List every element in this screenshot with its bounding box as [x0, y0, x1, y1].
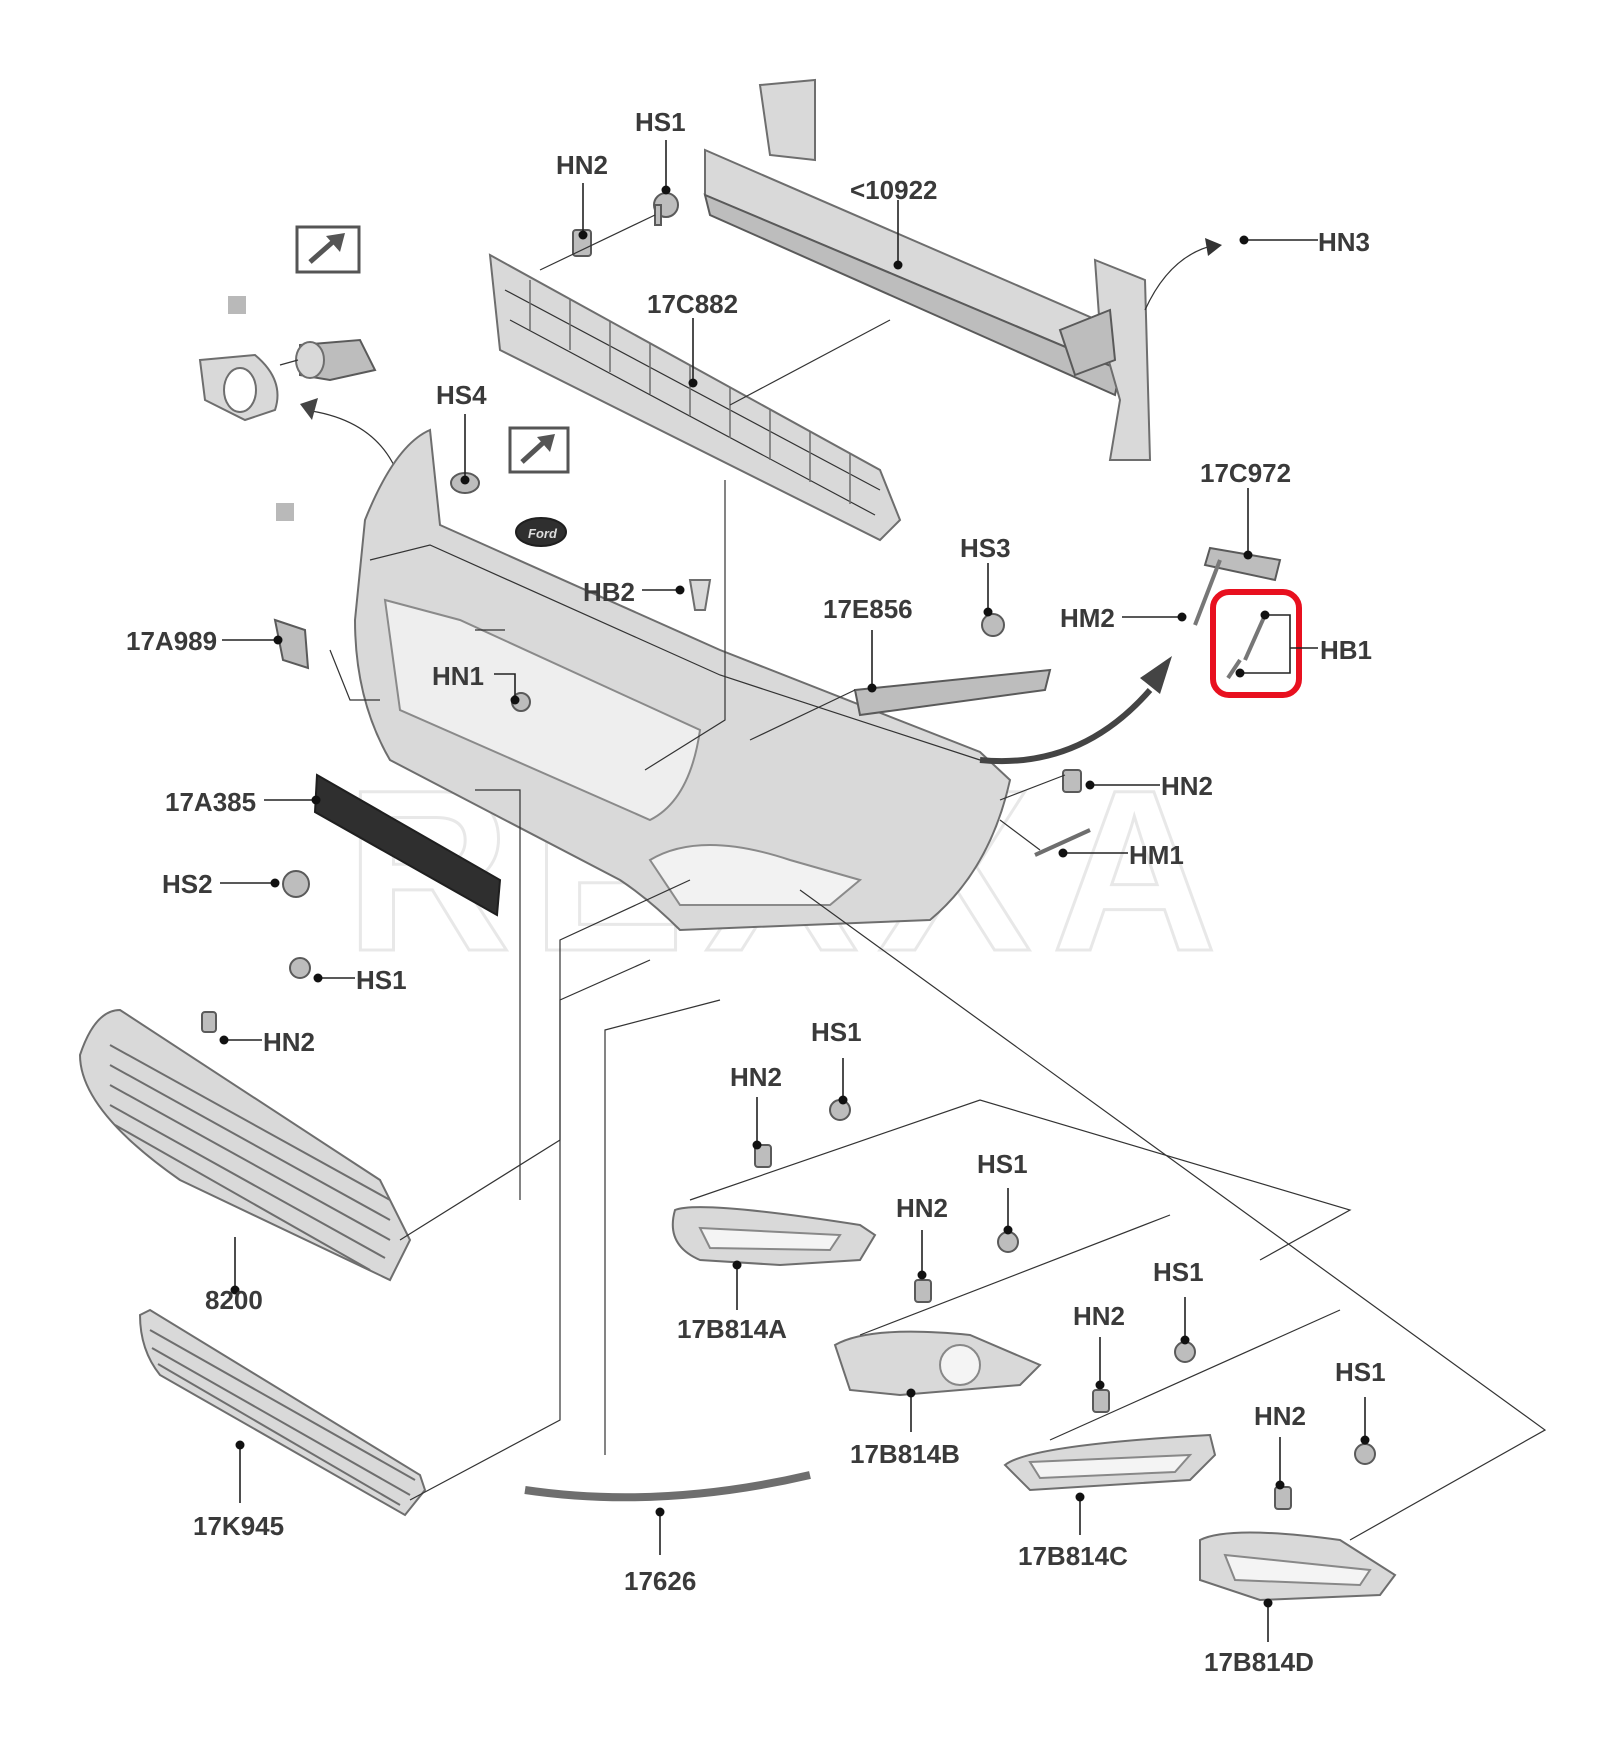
fog-bezel-a — [671, 1206, 877, 1267]
color-swatch-icon — [228, 296, 246, 314]
label-hs1-b: HS1 — [977, 1149, 1028, 1179]
label-hs1-top: HS1 — [635, 107, 686, 137]
parking-sensor-bracket — [198, 353, 279, 422]
chrome-trim-strip — [524, 1471, 811, 1502]
color-swatch-icon-bumper — [276, 503, 294, 521]
fog-bezel-b — [833, 1330, 1042, 1397]
label-hn1: HN1 — [432, 661, 484, 691]
fog-bezel-d — [1199, 1531, 1397, 1602]
side-bracket-17c972 — [1193, 546, 1282, 626]
label-hn2-top: HN2 — [556, 150, 608, 180]
screw-hs2 — [282, 870, 310, 898]
highlight-box-hb1 — [1210, 589, 1302, 698]
bolt-hb1 — [1226, 614, 1267, 680]
bumper-cover — [353, 428, 1012, 932]
parking-sensor — [295, 338, 377, 382]
label-17b814c: 17B814C — [1018, 1541, 1128, 1571]
lower-grille — [138, 1308, 427, 1517]
bumper-reinforcement-beam — [703, 78, 1152, 461]
fog-bezel-c — [1003, 1433, 1217, 1492]
label-hn2-right: HN2 — [1161, 771, 1213, 801]
label-17e856: 17E856 — [823, 594, 913, 624]
rivet-hm1 — [1034, 828, 1091, 857]
beam-to-hn3-arrow — [1144, 244, 1216, 311]
label-17c972: 17C972 — [1200, 458, 1291, 488]
tow-eye-cover — [273, 618, 310, 670]
label-hs2: HS2 — [162, 869, 213, 899]
label-17b814b: 17B814B — [850, 1439, 960, 1469]
label-hn2-b: HN2 — [896, 1193, 948, 1223]
label-hn3: HN3 — [1318, 227, 1370, 257]
label-hs1-grille: HS1 — [356, 965, 407, 995]
label-hm2: HM2 — [1060, 603, 1115, 633]
svg-text:Ford: Ford — [528, 526, 558, 541]
grille-fasteners — [201, 957, 311, 1033]
label-17b814a: 17B814A — [677, 1314, 787, 1344]
screw-hs3 — [981, 613, 1005, 637]
label-hs3: HS3 — [960, 533, 1011, 563]
label-hn2-c: HN2 — [1073, 1301, 1125, 1331]
label-17b814d: 17B814D — [1204, 1647, 1314, 1677]
label-hs4: HS4 — [436, 380, 487, 410]
label-17k945: 17K945 — [193, 1511, 284, 1541]
screw-hs1-top — [653, 192, 679, 226]
ford-emblem: Ford — [515, 517, 567, 547]
upper-grille — [78, 1008, 412, 1282]
label-10922: <10922 — [850, 175, 937, 205]
label-hs1-c: HS1 — [1153, 1257, 1204, 1287]
bumper-bracket-strip — [853, 668, 1052, 717]
callout-labels: HS1 HN2 <10922 HN3 17C882 HS4 17C972 HS3… — [126, 107, 1386, 1677]
label-hs1-a: HS1 — [811, 1017, 862, 1047]
label-17626: 17626 — [624, 1566, 696, 1596]
label-hs1-d: HS1 — [1335, 1357, 1386, 1387]
label-hn2-a: HN2 — [730, 1062, 782, 1092]
external-reference-icon — [295, 225, 361, 274]
energy-absorber — [488, 253, 902, 542]
nut-hn2-right — [1062, 769, 1082, 793]
label-17c882: 17C882 — [647, 289, 738, 319]
label-hb2: HB2 — [583, 577, 635, 607]
label-hm1: HM1 — [1129, 840, 1184, 870]
leader-lines — [219, 140, 1370, 1642]
label-hn2-grille: HN2 — [263, 1027, 315, 1057]
label-hn2-d: HN2 — [1254, 1401, 1306, 1431]
push-pin-hb2 — [688, 579, 712, 611]
label-8200: 8200 — [205, 1285, 263, 1315]
label-17a989: 17A989 — [126, 626, 217, 656]
label-17a385: 17A385 — [165, 787, 256, 817]
external-reference-icon-emblem — [508, 426, 570, 474]
label-hb1: HB1 — [1320, 635, 1372, 665]
assembly-guide-lines — [329, 319, 1547, 1541]
